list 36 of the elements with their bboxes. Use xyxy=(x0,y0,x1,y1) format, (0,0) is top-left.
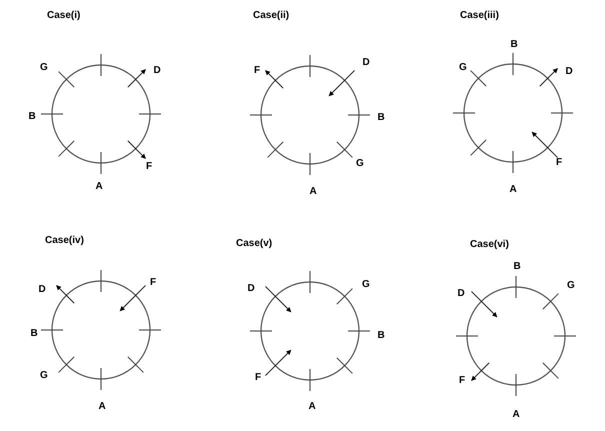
seat-label: D xyxy=(362,57,370,69)
seat-label: F xyxy=(146,161,152,173)
seat-label: F xyxy=(556,157,562,169)
case-title: Case(i) xyxy=(47,10,80,22)
seat-label: A xyxy=(98,401,106,413)
seat-label: G xyxy=(459,62,467,74)
seat-label: G xyxy=(567,280,575,292)
seat-label: D xyxy=(38,284,46,296)
seat-label: D xyxy=(154,65,161,77)
case-title: Case(v) xyxy=(236,238,272,250)
seat-label: D xyxy=(248,283,255,295)
case-title: Case(vi) xyxy=(470,239,509,251)
seat-label: B xyxy=(28,111,36,123)
seat-label: B xyxy=(378,112,385,124)
seat-label: B xyxy=(510,39,518,51)
case-title: Case(iii) xyxy=(460,10,499,22)
case-title: Case(iv) xyxy=(45,235,84,247)
seat-label: A xyxy=(512,409,520,421)
seat-label: G xyxy=(356,158,364,170)
seat-label: B xyxy=(30,328,38,340)
seat-label: D xyxy=(458,288,465,300)
seat-label: A xyxy=(96,181,103,193)
seat-label: A xyxy=(510,184,517,196)
case-title: Case(ii) xyxy=(253,10,290,22)
seat-label: G xyxy=(362,279,370,291)
seat-label: B xyxy=(378,330,385,342)
seat-label: B xyxy=(514,261,521,273)
seat-label: F xyxy=(254,65,260,77)
seat-label: F xyxy=(150,277,156,289)
seat-label: F xyxy=(255,372,262,384)
seat-label: A xyxy=(308,401,316,413)
seat-label: D xyxy=(566,66,573,78)
seat-label: A xyxy=(310,186,317,198)
seat-label: G xyxy=(40,370,48,382)
seat-label: F xyxy=(459,375,466,387)
seat-label: G xyxy=(40,62,48,74)
